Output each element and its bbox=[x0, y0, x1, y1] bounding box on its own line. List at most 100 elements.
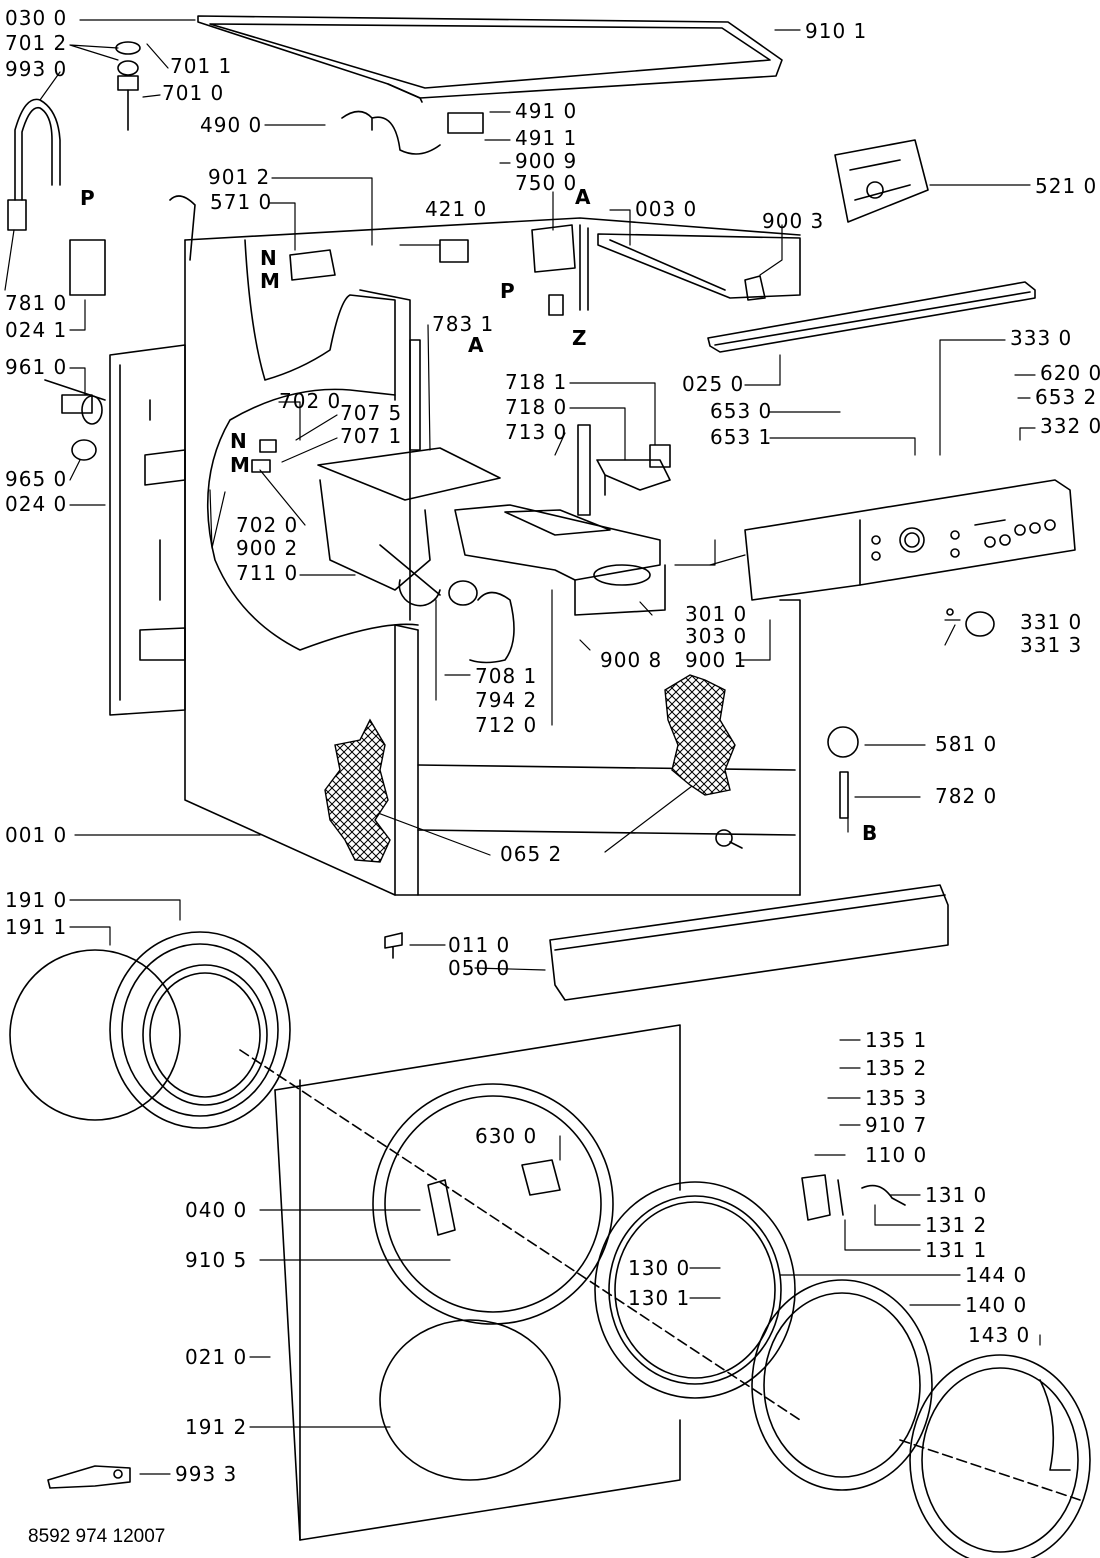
label-781-0: 781 0 bbox=[5, 291, 67, 315]
label-131-2: 131 2 bbox=[925, 1213, 987, 1237]
label-331-3: 331 3 bbox=[1020, 633, 1082, 657]
door-glass-part bbox=[751, 1279, 933, 1491]
label-900-3: 900 3 bbox=[762, 209, 824, 233]
label-021-0: 021 0 bbox=[185, 1345, 247, 1369]
label-131-1: 131 1 bbox=[925, 1238, 987, 1262]
label-783-1: 783 1 bbox=[432, 312, 494, 336]
label-713-0: 713 0 bbox=[505, 420, 567, 444]
label-718-1: 718 1 bbox=[505, 370, 567, 394]
sump-hose-part bbox=[448, 580, 515, 664]
label-135-2: 135 2 bbox=[865, 1056, 927, 1080]
insulation-pad-left bbox=[324, 718, 391, 863]
door-frame-part bbox=[594, 1181, 796, 1399]
label-707-5: 707 5 bbox=[340, 401, 402, 425]
label-003-0: 003 0 bbox=[635, 197, 697, 221]
outer-door-part bbox=[899, 1354, 1091, 1558]
label-301-0: 301 0 bbox=[685, 602, 747, 626]
label-131-0: 131 0 bbox=[925, 1183, 987, 1207]
label-490-0: 490 0 bbox=[200, 113, 262, 137]
letter-m-valve: M bbox=[260, 269, 280, 293]
label-581-0: 581 0 bbox=[935, 732, 997, 756]
label-191-0: 191 0 bbox=[5, 888, 67, 912]
insulation-pad-right bbox=[664, 674, 736, 796]
label-702-0-top: 702 0 bbox=[279, 389, 341, 413]
label-191-2: 191 2 bbox=[185, 1415, 247, 1439]
knob-part bbox=[946, 608, 995, 637]
spanner-tool-part bbox=[47, 1465, 131, 1489]
label-900-8: 900 8 bbox=[600, 648, 662, 672]
letter-n-hose: N bbox=[230, 429, 247, 453]
label-040-0: 040 0 bbox=[185, 1198, 247, 1222]
label-135-3: 135 3 bbox=[865, 1086, 927, 1110]
label-794-2: 794 2 bbox=[475, 688, 537, 712]
letter-a-mid: A bbox=[468, 333, 484, 357]
letter-z: Z bbox=[572, 326, 587, 350]
worktop-part bbox=[197, 15, 783, 103]
label-521-0: 521 0 bbox=[1035, 174, 1097, 198]
label-712-0: 712 0 bbox=[475, 713, 537, 737]
label-965-0: 965 0 bbox=[5, 467, 67, 491]
label-750-0: 750 0 bbox=[515, 171, 577, 195]
top-rail-part bbox=[707, 281, 1036, 353]
label-140-0: 140 0 bbox=[965, 1293, 1027, 1317]
small-parts bbox=[44, 41, 766, 473]
label-711-0: 711 0 bbox=[236, 561, 298, 585]
label-707-1: 707 1 bbox=[340, 424, 402, 448]
letter-p-motor: P bbox=[500, 279, 515, 303]
plinth-part bbox=[549, 884, 949, 1001]
label-143-0: 143 0 bbox=[968, 1323, 1030, 1347]
label-653-0: 653 0 bbox=[710, 399, 772, 423]
back-panel-part bbox=[109, 344, 186, 716]
label-571-0: 571 0 bbox=[210, 190, 272, 214]
label-011-0: 011 0 bbox=[448, 933, 510, 957]
label-900-2: 900 2 bbox=[236, 536, 298, 560]
label-144-0: 144 0 bbox=[965, 1263, 1027, 1287]
hinge-part bbox=[427, 1159, 906, 1236]
part-labels: 030 0 701 2 993 0 701 1 701 0 490 0 491 … bbox=[5, 6, 1100, 1486]
leader-lines bbox=[4, 19, 1041, 1475]
label-130-0: 130 0 bbox=[628, 1256, 690, 1280]
letter-n-valve: N bbox=[260, 246, 277, 270]
label-491-1: 491 1 bbox=[515, 126, 577, 150]
label-191-1: 191 1 bbox=[5, 915, 67, 939]
label-024-0: 024 0 bbox=[5, 492, 67, 516]
label-331-0: 331 0 bbox=[1020, 610, 1082, 634]
label-135-1: 135 1 bbox=[865, 1028, 927, 1052]
label-130-1: 130 1 bbox=[628, 1286, 690, 1310]
label-993-0: 993 0 bbox=[5, 57, 67, 81]
label-701-0: 701 0 bbox=[162, 81, 224, 105]
label-421-0: 421 0 bbox=[425, 197, 487, 221]
control-module-part bbox=[834, 139, 929, 223]
label-910-1: 910 1 bbox=[805, 19, 867, 43]
detergent-dispenser-part bbox=[317, 447, 666, 616]
label-110-0: 110 0 bbox=[865, 1143, 927, 1167]
control-panel-part bbox=[744, 479, 1076, 601]
label-620-0: 620 0 bbox=[1040, 361, 1100, 385]
label-065-2: 065 2 bbox=[500, 842, 562, 866]
front-panel-part bbox=[239, 1024, 801, 1541]
label-701-1: 701 1 bbox=[170, 54, 232, 78]
letter-p-hose: P bbox=[80, 186, 95, 210]
label-708-1: 708 1 bbox=[475, 664, 537, 688]
label-782-0: 782 0 bbox=[935, 784, 997, 808]
label-910-7: 910 7 bbox=[865, 1113, 927, 1137]
label-653-1: 653 1 bbox=[710, 425, 772, 449]
drawer-handle-part bbox=[577, 424, 671, 516]
label-993-3: 993 3 bbox=[175, 1462, 237, 1486]
door-seal-part bbox=[9, 931, 291, 1129]
foot-part bbox=[384, 932, 403, 959]
letter-b: B bbox=[862, 821, 877, 845]
label-630-0: 630 0 bbox=[475, 1124, 537, 1148]
label-901-2: 901 2 bbox=[208, 165, 270, 189]
label-910-5: 910 5 bbox=[185, 1248, 247, 1272]
label-001-0: 001 0 bbox=[5, 823, 67, 847]
letter-m-hose: M bbox=[230, 453, 250, 477]
drain-hose-part bbox=[7, 98, 61, 231]
label-900-1: 900 1 bbox=[685, 648, 747, 672]
label-900-9: 900 9 bbox=[515, 149, 577, 173]
label-702-0-bottom: 702 0 bbox=[236, 513, 298, 537]
label-050-0: 050 0 bbox=[448, 956, 510, 980]
letter-a-top: A bbox=[575, 185, 591, 209]
pressure-switch-part bbox=[827, 726, 859, 819]
